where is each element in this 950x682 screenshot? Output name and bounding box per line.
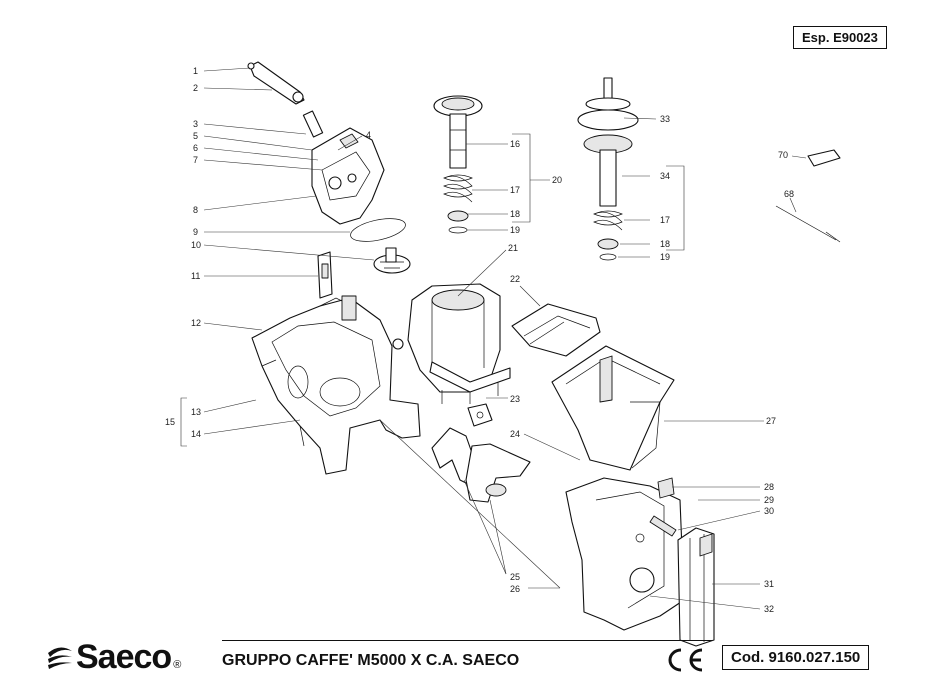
- callout-24: 24: [510, 429, 520, 439]
- brand-name: Saeco: [76, 638, 172, 676]
- part-bracket-11: [317, 251, 333, 299]
- callout-2: 2: [193, 83, 198, 93]
- footer-divider: [222, 640, 712, 641]
- callout-21: 21: [508, 243, 518, 253]
- part-cartridge-70: [807, 149, 841, 167]
- callout-11: 11: [191, 271, 200, 281]
- callout-70: 70: [778, 150, 788, 160]
- leader-lines: [180, 67, 807, 610]
- callout-3: 3: [193, 119, 198, 129]
- registered-mark: ®: [173, 658, 182, 671]
- callout-7: 7: [193, 155, 198, 165]
- callout-10: 10: [191, 240, 201, 250]
- part-o-ring-9: [350, 218, 406, 242]
- part-right-piston-stem: [577, 77, 639, 261]
- callout-22: 22: [510, 274, 520, 284]
- callout-34: 34: [660, 171, 670, 181]
- ce-mark-icon: [668, 648, 703, 672]
- callout-18-left: 18: [510, 209, 520, 219]
- callout-26: 26: [510, 584, 520, 594]
- callout-15: 15: [165, 417, 175, 427]
- part-code: Cod. 9160.027.150: [731, 649, 861, 666]
- callout-16: 16: [510, 139, 520, 149]
- callout-17-right: 17: [660, 215, 670, 225]
- callout-12: 12: [191, 318, 201, 328]
- part-right-frame: [565, 477, 685, 631]
- part-pin-and-clip: [247, 61, 305, 105]
- callout-19-left: 19: [510, 225, 520, 235]
- callout-labels: 1 2 3 5 6 7 4 8 9 10 11 12 15 13 14 16 1…: [165, 66, 794, 614]
- part-upper-piston: [433, 95, 483, 169]
- callout-31: 31: [764, 579, 774, 589]
- part-block-23: [467, 403, 493, 427]
- callout-1: 1: [193, 66, 198, 76]
- callout-4: 4: [366, 130, 371, 140]
- part-filter-housing-21: [407, 283, 511, 404]
- part-code-box: Cod. 9160.027.150: [722, 645, 870, 670]
- callout-18-right: 18: [660, 239, 670, 249]
- part-valve-body: [302, 110, 385, 225]
- callout-17-left: 17: [510, 185, 520, 195]
- part-lever-22: [511, 303, 601, 357]
- callout-68: 68: [784, 189, 794, 199]
- callout-32: 32: [764, 604, 774, 614]
- callout-9: 9: [193, 227, 198, 237]
- callout-28: 28: [764, 482, 774, 492]
- callout-30: 30: [764, 506, 774, 516]
- part-piston-10: [373, 247, 411, 274]
- callout-33: 33: [660, 114, 670, 124]
- part-left-frame: [251, 295, 421, 475]
- callout-14: 14: [191, 429, 201, 439]
- part-funnel-27: [551, 345, 675, 471]
- callout-27: 27: [766, 416, 776, 426]
- part-wire-68: [775, 205, 841, 243]
- callout-6: 6: [193, 143, 198, 153]
- brand-logo: Saeco ®: [44, 638, 181, 677]
- part-cam-levers: [431, 427, 531, 503]
- reference-code-box: Esp. E90023: [793, 26, 887, 49]
- callout-29: 29: [764, 495, 774, 505]
- diagram-title: GRUPPO CAFFE' M5000 X C.A. SAECO: [222, 652, 520, 669]
- callout-25: 25: [510, 572, 520, 582]
- callout-19-right: 19: [660, 252, 670, 262]
- callout-23: 23: [510, 394, 520, 404]
- callout-13: 13: [191, 407, 201, 417]
- part-slide-31: [677, 527, 715, 647]
- callout-20: 20: [552, 175, 562, 185]
- callout-5: 5: [193, 131, 198, 141]
- callout-8: 8: [193, 205, 198, 215]
- part-spring-left: [443, 174, 473, 234]
- reference-code: Esp. E90023: [802, 30, 878, 45]
- saeco-swoosh-icon: [48, 646, 72, 669]
